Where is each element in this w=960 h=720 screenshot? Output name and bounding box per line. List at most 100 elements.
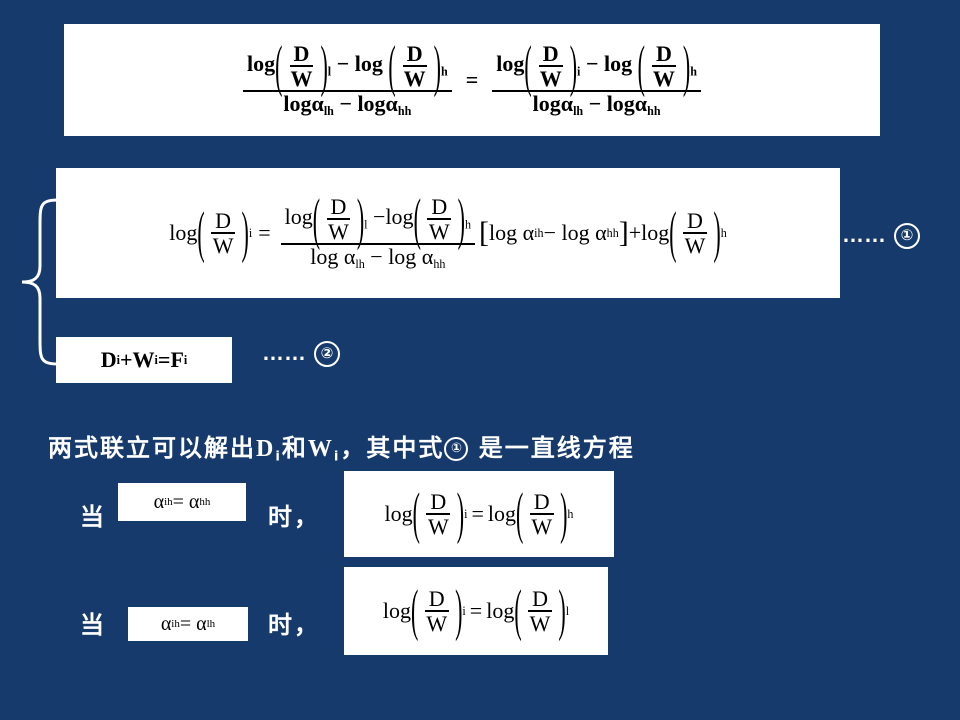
subscript: h <box>567 506 574 521</box>
alpha-symbol: α <box>153 490 165 513</box>
log-text: log <box>384 501 413 526</box>
case-1-time: 时， <box>268 497 320 532</box>
d-symbol: D <box>651 42 676 68</box>
den-text: logα <box>283 91 324 117</box>
plus-log-text: +log <box>628 220 670 245</box>
subscript: hh <box>397 104 412 119</box>
case-1-when: 当 <box>80 497 106 532</box>
when-text: 当 <box>80 503 106 531</box>
time-text: 时， <box>268 611 320 639</box>
den-text: logα <box>532 91 574 117</box>
d-symbol: D <box>289 42 314 68</box>
log-text: log <box>169 220 198 245</box>
time-text: 时， <box>268 503 320 531</box>
equals-sign: = <box>471 501 484 526</box>
subscript: l <box>565 603 570 618</box>
d-symbol: D <box>256 436 276 462</box>
w-symbol: W <box>529 611 551 636</box>
w-symbol: W <box>290 66 313 92</box>
ellipsis: …… <box>262 340 306 365</box>
d-symbol: D <box>427 195 452 221</box>
d-symbol: D <box>326 195 351 221</box>
when-text: 当 <box>80 611 106 639</box>
equals-sign: = <box>469 598 483 623</box>
minus-log-text: − log <box>336 51 383 77</box>
w-symbol: W <box>426 611 448 636</box>
log-text: log <box>382 598 411 623</box>
subscript: lh <box>323 104 334 119</box>
equals-alpha-text: = α <box>179 612 207 635</box>
statement-middle: ，其中式 <box>340 434 445 462</box>
subscript: h <box>690 64 697 79</box>
subscript: i <box>248 225 253 240</box>
subscript: hh <box>606 225 619 240</box>
w-symbol: W <box>307 436 334 462</box>
equals-alpha-text: = α <box>172 490 200 513</box>
d-symbol: D <box>424 587 449 612</box>
subscript: h <box>440 64 448 79</box>
left-brace-icon <box>21 198 59 366</box>
subscript: ih <box>164 496 173 508</box>
equals-sign: = <box>465 67 479 92</box>
alpha-symbol: α <box>160 612 172 635</box>
log-text: log <box>496 51 525 77</box>
subscript: i <box>275 449 282 465</box>
log-text: log <box>487 501 516 526</box>
circled-number-2: ② <box>314 341 340 368</box>
subscript: lh <box>573 104 584 119</box>
subscript: hh <box>647 104 661 119</box>
log-text: log <box>247 51 276 77</box>
subscript: i <box>154 352 158 367</box>
subscript: i <box>116 352 120 367</box>
d-symbol: D <box>529 490 554 515</box>
w-symbol: W <box>212 233 234 258</box>
ellipsis: …… <box>842 222 886 247</box>
case-2-when: 当 <box>80 605 106 640</box>
subscript: hh <box>199 496 211 508</box>
circled-number-1: ① <box>894 223 920 250</box>
subscript: i <box>333 449 341 465</box>
den-text: − log α <box>364 244 434 270</box>
w-symbol: W <box>328 219 349 245</box>
subscript: lh <box>206 618 216 630</box>
plus-w-text: +W <box>119 347 155 372</box>
minus-log-text: −log <box>373 204 414 230</box>
d-symbol: D <box>528 587 552 612</box>
d-symbol: D <box>426 490 451 515</box>
subscript: i <box>462 603 466 618</box>
statement-prefix: 两式联立可以解出 <box>48 434 256 462</box>
w-symbol: W <box>428 219 450 245</box>
den-text: log α <box>310 244 356 270</box>
d-symbol: D <box>538 42 563 68</box>
w-symbol: W <box>427 514 449 539</box>
d-symbol: D <box>100 347 117 372</box>
statement-suffix: 是一直线方程 <box>468 434 635 462</box>
w-symbol: W <box>684 233 706 258</box>
subscript: lh <box>355 257 365 272</box>
d-symbol: D <box>683 209 707 234</box>
bracket-close: ] <box>618 216 629 249</box>
subscript: h <box>464 217 472 232</box>
equation-2-marker: …… ② <box>262 340 340 368</box>
w-symbol: W <box>403 66 426 92</box>
eq-f-text: =F <box>157 347 184 372</box>
equals-sign: = <box>258 220 271 245</box>
subscript: i <box>464 506 468 521</box>
w-symbol: W <box>531 514 553 539</box>
and-text: 和 <box>281 434 308 462</box>
w-symbol: W <box>539 66 562 92</box>
circled-number-1: ① <box>444 437 469 461</box>
log-text: log <box>284 204 313 230</box>
log-text: log <box>486 598 515 623</box>
subscript: h <box>720 225 727 240</box>
subscript: ih <box>534 225 544 240</box>
subscript: l <box>327 64 332 79</box>
case-2-time: 时， <box>268 605 320 640</box>
